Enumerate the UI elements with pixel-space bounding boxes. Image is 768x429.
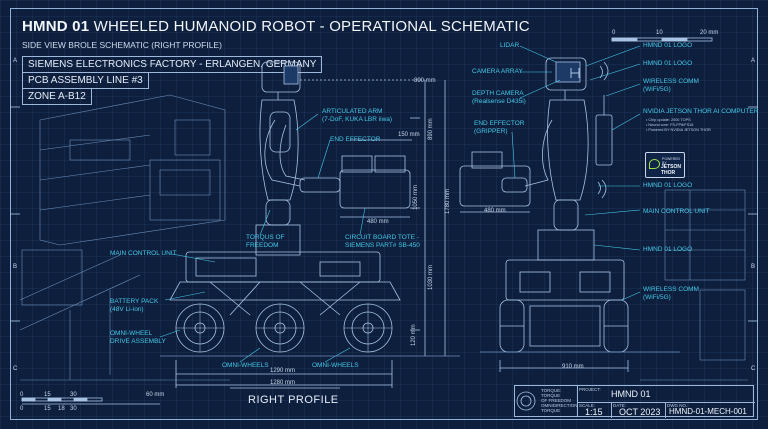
page-subtitle: SIDE VIEW BROLE SCHEMATIC (RIGHT PROFILE… (22, 40, 222, 50)
dim-150: 150 mm (398, 132, 420, 138)
dim-1780: 1780 mm (445, 188, 451, 214)
label-lidar: LIDAR (500, 42, 520, 49)
dim-1290: 1290 mm (270, 368, 296, 374)
dim-480-left: 480 mm (367, 219, 389, 225)
dim-910: 910 mm (562, 364, 584, 370)
project-label: PROJECT: (579, 387, 601, 392)
location-box: SIEMENS ELECTRONICS FACTORY - ERLANGEN, … (22, 56, 323, 73)
scale-bottom-18: 18 (58, 406, 65, 412)
date-value: OCT 2023 (619, 407, 661, 417)
grid-row-c-right: C (751, 366, 756, 372)
label-nvidia-jetson: NVIDIA JETSON THOR AI COMPUTER (643, 108, 759, 115)
label-omni-wheels-a: OMNI-WHEELS (222, 362, 269, 369)
label-main-control-unit-right: MAIN CONTROL UNIT (643, 208, 710, 215)
scale-bottom-30: 30 (70, 392, 77, 398)
scale-top-20: 20 mm (700, 30, 719, 36)
scale-label: SCALE: (579, 403, 596, 408)
grid-row-a-left: A (13, 58, 17, 64)
label-hmnd-logo-1: HMND 01 LOGO (643, 42, 693, 49)
label-end-effector-right: END EFFECTOR(GRIPPER) (474, 120, 525, 135)
scale-top-0: 0 (612, 30, 616, 36)
page-title: HMND 01 WHEELED HUMANOID ROBOT - OPERATI… (22, 18, 530, 35)
nvidia-specs: • Chip update: 2000 TOPS• Neural core: F… (646, 118, 711, 132)
label-hmnd-logo-3: HMND 01 LOGO (643, 182, 693, 189)
scale-bottom-0b: 0 (20, 406, 24, 412)
label-camera-array: CAMERA ARRAY (472, 68, 523, 75)
dim-1050: 1050 mm (413, 184, 419, 210)
date-label: DATE: (613, 403, 626, 408)
dwg-label: DWG NO.: (667, 403, 689, 408)
grid-row-a-right: A (751, 58, 755, 64)
dim-480-right: 480 mm (484, 208, 506, 214)
scale-bottom-30b: 30 (70, 406, 77, 412)
dwg-value: HMND-01-MECH-001 (669, 407, 747, 416)
scale-bottom-15: 15 (44, 392, 51, 398)
nvidia-eye-icon (649, 159, 660, 169)
label-omni-wheels-b: OMNI-WHEELS (312, 362, 359, 369)
grid-row-b-right: B (751, 264, 755, 270)
grid-row-c-left: C (13, 366, 18, 372)
dim-120: 120 mm (411, 324, 417, 346)
label-end-effector: END EFFECTOR (330, 136, 381, 143)
scale-top-10: 10 (656, 30, 663, 36)
label-depth-camera: DEPTH CAMERA(Realsense D435i) (472, 90, 526, 105)
label-circuit-board-tote: CIRCUIT BOARD TOTE -SIEMENS PART# SB-450 (345, 234, 420, 249)
label-battery-pack: BATTERY PACK(48V Li-ion) (110, 298, 159, 313)
right-profile-label: RIGHT PROFILE (248, 394, 339, 406)
dim-1030: 1030 mm (428, 264, 434, 290)
dim-890-vertical: 890 mm (428, 118, 434, 140)
label-wireless-comm-1: WIRELESS COMM(WiFi/5G) (643, 78, 699, 93)
label-wireless-comm-2: WIRELESS COMM(WiFi/5G) (643, 286, 699, 301)
dim-1280: 1280 mm (270, 380, 296, 386)
dim-890-top: 890 mm (414, 78, 436, 84)
jetson-thor-badge: POWERED BY JETSON THOR (645, 152, 685, 178)
scale-bottom-60: 60 mm (146, 392, 165, 398)
grid-row-b-left: B (13, 264, 17, 270)
scale-bottom-0: 0 (20, 392, 24, 398)
project-value: HMND 01 (611, 389, 651, 399)
scale-bottom-15b: 15 (44, 406, 51, 412)
scale-value: 1:15 (585, 407, 603, 417)
zone-box: ZONE A-B12 (22, 88, 92, 105)
label-hmnd-logo-2: HMND 01 LOGO (643, 60, 693, 67)
label-articulated-arm: ARTICULATED ARM(7-DoF, KUKA LBR iiwa) (322, 108, 393, 123)
label-main-control-unit-left: MAIN CONTROL UNIT (110, 250, 177, 257)
label-hmnd-logo-4: HMND 01 LOGO (643, 246, 693, 253)
